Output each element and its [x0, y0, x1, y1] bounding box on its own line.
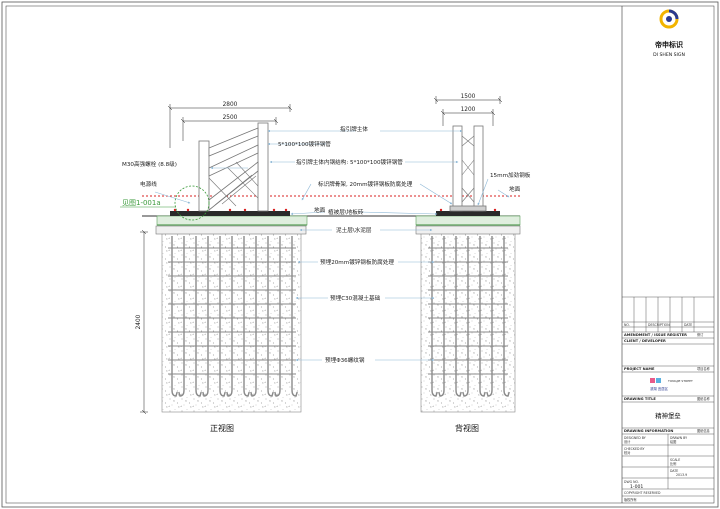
copyright-label: COPYRIGHT RESERVED	[624, 491, 661, 495]
info-value-4: 2013.9	[676, 473, 687, 477]
drawing-frame	[5, 5, 715, 504]
anchor-bolt-marker	[493, 208, 497, 212]
drawing-no: 1-001	[630, 484, 643, 490]
copyright-value: 版权所有	[624, 497, 637, 502]
label-mortar: 泥土层\水泥层	[336, 226, 372, 234]
client-label: CLIENT / DEVELOPER	[624, 339, 666, 343]
rev-no-header: NO.	[624, 323, 630, 327]
anchor-bolt-marker	[186, 208, 190, 212]
front-rebar-vertical-bar	[274, 236, 281, 397]
back-rebar-vertical-bar	[486, 236, 493, 397]
dim-depth: 2400	[136, 314, 142, 329]
anchor-bolt-marker	[173, 208, 177, 212]
label-concrete: 预埋C30混凝土基础	[330, 294, 381, 302]
dim-front-inner: 2500	[223, 115, 238, 121]
dim-back-inner: 1200	[461, 107, 476, 113]
front-foundation	[155, 225, 307, 413]
label-paving: 植被层\地板砖	[328, 208, 364, 216]
back-rebar-vertical-bar	[455, 236, 462, 397]
dim-front-outer: 2800	[223, 102, 238, 108]
back-rebar-vertical-bar	[503, 236, 510, 397]
label-ground-left: 地面	[314, 206, 326, 214]
front-rebar-vertical-bar	[219, 236, 226, 397]
label-embed-plate: 预埋20mm镀锌钢板防腐处理	[320, 258, 394, 266]
front-rebar-vertical-bar	[171, 236, 178, 397]
label-inner-steel: 指引牌主体内钢结构: 5*100*100镀锌钢管	[296, 158, 403, 166]
detail-ref-label: 见图1-001a	[122, 199, 161, 207]
info-label-2: CHECKED BY	[624, 447, 644, 451]
label-sign-body: 指引牌主体	[340, 125, 368, 133]
dim-back-outer: 1500	[461, 94, 476, 100]
front-rebar-vertical-bar	[243, 236, 250, 397]
amendment-label: AMENDMENT / ISSUE REGISTER	[624, 333, 687, 337]
brand-name: 帝申标识	[655, 40, 683, 49]
drawing-title-value: 图纸名称	[697, 396, 711, 401]
anchor-bolt-marker	[243, 208, 247, 212]
dishen-logo	[659, 9, 679, 29]
info-label-4: DATE	[670, 469, 678, 473]
project-value: 项目名称	[697, 366, 711, 371]
label-tube-100: 5*100*100镀锌钢管	[278, 140, 331, 148]
front-rebar-vertical-bar	[250, 236, 257, 397]
info-value-2: 校对	[624, 450, 631, 455]
front-sign-structure	[198, 122, 269, 212]
back-rebar-vertical-bar	[431, 236, 438, 397]
project-logo-cn: 滨湖 宜居区	[650, 386, 669, 391]
info-label-1: DRAWN BY	[670, 436, 687, 440]
label-rebar: 预埋Φ36螺纹钢	[325, 356, 365, 364]
rev-date-header: DATE	[684, 323, 692, 327]
back-base-plate	[436, 211, 500, 216]
project-logo: TONGJIE STREET 滨湖 宜居区	[650, 378, 693, 391]
back-foundation	[415, 225, 521, 413]
project-label: PROJECT NAME	[624, 367, 655, 371]
back-rebar-vertical-bar	[438, 236, 445, 397]
detail-callout-circle	[174, 185, 210, 221]
label-stiffener: 15mm加劲钢板	[490, 171, 531, 179]
project-logo-text: TONGJIE STREET	[667, 379, 693, 383]
front-rebar-vertical-bar	[226, 236, 233, 397]
dimension-lines	[140, 96, 503, 415]
label-ground-right: 地面	[509, 185, 521, 193]
drawing-no-label: DWG NO.	[624, 480, 639, 484]
front-rebar-vertical-bar	[202, 236, 209, 397]
view-title-back: 背视图	[455, 423, 479, 433]
label-power-line: 电源线	[140, 180, 157, 188]
back-rebar-vertical-bar	[479, 236, 486, 397]
front-rebar-vertical-bar	[195, 236, 202, 397]
back-rebar-vertical-bar	[462, 236, 469, 397]
front-rebar-vertical-bar	[178, 236, 185, 397]
anchor-bolt-marker	[439, 208, 443, 212]
anchor-bolt-marker	[272, 208, 276, 212]
brand-name-en: DI SHEN SIGN	[653, 52, 685, 58]
front-base-plate	[170, 211, 290, 216]
anchor-bolt-marker	[228, 208, 232, 212]
info-label-0: DESIGNED BY	[624, 436, 646, 440]
view-title-front: 正视图	[210, 423, 234, 433]
info-value-0: 设计	[624, 439, 631, 444]
amendment-value: 修订	[697, 332, 704, 337]
info-label-3: SCALE	[670, 458, 680, 462]
drawing-info-value: 图纸信息	[697, 428, 710, 433]
drawing-info-label: DRAWING INFORMATION	[624, 429, 673, 433]
front-paving	[156, 215, 308, 226]
rev-desc-header: DESCRIPTION	[648, 323, 670, 327]
leader-lines	[154, 129, 510, 362]
front-rebar-vertical-bar	[291, 236, 298, 397]
title-block: 帝申标识 DI SHEN SIGN	[621, 6, 714, 503]
back-paving	[415, 215, 521, 226]
drawing-title-label: DRAWING TITLE	[624, 397, 656, 401]
front-rebar-vertical-bar	[267, 236, 274, 397]
info-value-1: 绘图	[670, 439, 676, 444]
label-bolt: M30高强螺栓 (8.8级)	[122, 160, 177, 168]
anchor-bolt-marker	[284, 208, 288, 212]
label-frame: 标识牌骨架, 20mm镀锌钢板防腐处理	[318, 180, 413, 188]
info-value-3: 比例	[670, 461, 676, 466]
drawing-title: 精神堡垒	[655, 411, 681, 420]
back-sign-structure	[449, 125, 487, 212]
